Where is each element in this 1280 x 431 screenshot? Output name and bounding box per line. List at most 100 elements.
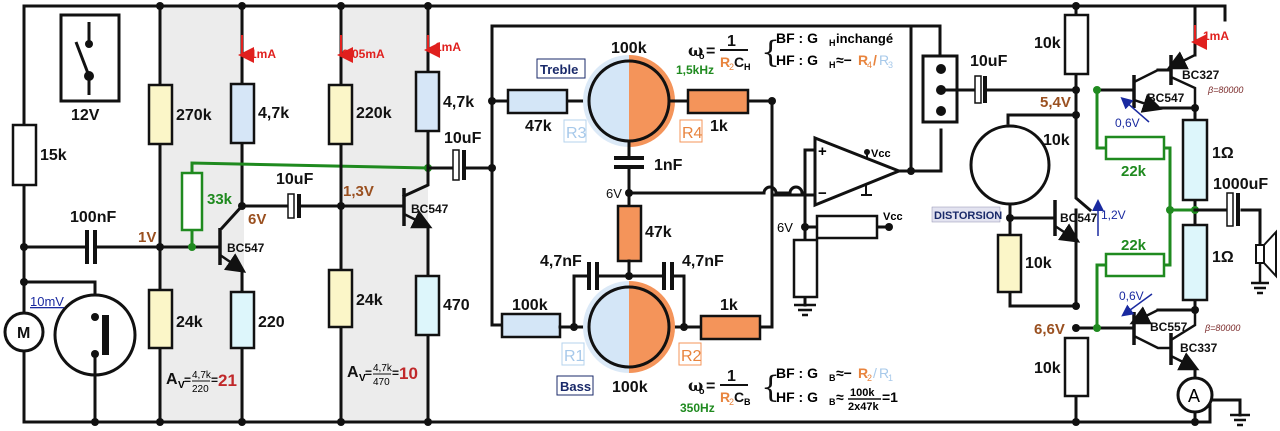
svg-text:=: = — [706, 43, 715, 60]
stage2-current: 1mA — [435, 40, 461, 54]
svg-text:≈−: ≈− — [836, 52, 852, 68]
capacitor-10uF-a — [287, 193, 295, 219]
svg-text:BF : G: BF : G — [776, 30, 818, 46]
ammeter-label: A — [1188, 386, 1200, 406]
bass-label-box — [556, 375, 594, 396]
svg-text:=: = — [392, 366, 399, 380]
svg-text:/: / — [873, 365, 877, 381]
bass-potentiometer[interactable] — [583, 281, 675, 373]
resistor-15k — [11, 123, 38, 187]
resistor-22k-upper-label: 22k — [1121, 163, 1147, 180]
svg-text:R: R — [720, 389, 730, 405]
svg-text:A: A — [347, 364, 359, 381]
resistor-4k7-b — [414, 70, 441, 133]
capacitor-10uF-c — [974, 75, 982, 104]
svg-text:470: 470 — [373, 377, 390, 388]
opamp-vcc-label: Vcc — [871, 148, 891, 160]
resistor-bias-upper — [815, 214, 879, 240]
svg-text:H: H — [829, 38, 836, 48]
resistor-22k-lower — [1104, 252, 1166, 278]
microphone-icon — [3, 311, 45, 353]
stage1-gain-formula: A V = 4,7k 220 = 21 — [166, 370, 237, 395]
resistor-1k-r2 — [699, 314, 762, 341]
resistor-15k-label: 15k — [40, 147, 67, 164]
svg-text:R: R — [879, 52, 889, 68]
distortion-label: DISTORSION — [934, 210, 1002, 222]
resistor-1ohm-lower-label: 1Ω — [1212, 249, 1234, 266]
svg-text:2x47k: 2x47k — [848, 401, 879, 413]
resistor-10k-distortion — [996, 233, 1023, 294]
svg-text:3: 3 — [888, 60, 893, 70]
resistor-24k-b-label: 24k — [356, 292, 383, 309]
svg-text:HF : G: HF : G — [776, 389, 818, 405]
capacitor-100nF-label: 100nF — [70, 209, 116, 226]
svg-text:C: C — [734, 54, 744, 70]
capacitor-1nF-label: 1nF — [654, 157, 683, 174]
feedback-wire-22k — [1095, 90, 1195, 328]
q-lower-power-label: BC337 — [1180, 341, 1218, 355]
svg-text:=1: =1 — [882, 389, 898, 405]
svg-text:R3: R3 — [566, 125, 587, 142]
distortion-potentiometer[interactable] — [969, 124, 1051, 206]
bottom-rail — [22, 398, 1242, 424]
treble-label-box — [536, 58, 586, 79]
svg-text:4,7k: 4,7k — [373, 363, 393, 374]
svg-text:B: B — [744, 397, 751, 407]
bias-to-plus-wire — [627, 148, 817, 195]
treble-potentiometer[interactable] — [583, 55, 675, 147]
beta-lower: β=80000 — [1204, 323, 1240, 333]
svg-text:H: H — [829, 60, 836, 70]
resistor-33k — [180, 171, 204, 232]
svg-text:=: = — [211, 373, 218, 387]
r3-tag — [563, 119, 587, 143]
svg-text:1: 1 — [727, 33, 736, 50]
resistor-47k-r3 — [506, 88, 569, 115]
treble-pot-value: 100k — [611, 40, 647, 57]
svg-text:HF : G: HF : G — [776, 52, 818, 68]
resistor-1k-r4-label: 1k — [710, 118, 728, 135]
resistor-10k-bottom — [1063, 336, 1090, 398]
svg-text:{: { — [761, 35, 780, 70]
resistor-270k-label: 270k — [176, 107, 212, 124]
ground-icon — [1230, 413, 1250, 427]
stage2-base-voltage: 1,3V — [343, 183, 374, 200]
speaker-icon — [1251, 229, 1277, 295]
r4-tag — [679, 119, 703, 143]
svg-text:/: / — [873, 52, 877, 68]
svg-text:2: 2 — [729, 397, 734, 407]
resistor-4k7-b-label: 4,7k — [443, 94, 474, 111]
resistor-220-label: 220 — [258, 314, 285, 331]
q1-label: BC547 — [227, 241, 265, 255]
resistor-470 — [414, 274, 441, 337]
q-upper-driver-label: BC547 — [1147, 91, 1185, 105]
svg-text:BF : G: BF : G — [776, 365, 818, 381]
svg-text:R: R — [879, 365, 889, 381]
tone-mid-voltage: 6V — [606, 186, 622, 201]
resistor-24k-a — [147, 288, 174, 350]
resistor-10k-bottom-label: 10k — [1034, 360, 1061, 377]
resistor-100k-r1 — [500, 312, 562, 339]
svg-text:ω: ω — [688, 376, 703, 395]
vce-mid: 1,2V — [1101, 208, 1126, 222]
q-upper-power-label: BC327 — [1182, 68, 1220, 82]
resistor-33k-label: 33k — [207, 191, 233, 208]
resistor-270k — [147, 83, 174, 146]
svg-text:1,5kHz: 1,5kHz — [676, 63, 714, 77]
resistor-220k-label: 220k — [356, 105, 392, 122]
minus-input-wire — [770, 99, 817, 197]
svg-text:R2: R2 — [681, 348, 702, 365]
svg-text:{: { — [761, 370, 780, 405]
resistor-24k-b — [327, 268, 354, 329]
resistor-4k7-a — [229, 82, 256, 145]
output-current: 1mA — [1203, 29, 1229, 43]
svg-text:V: V — [359, 373, 366, 384]
resistor-1ohm-upper — [1181, 118, 1209, 202]
svg-text:A: A — [166, 371, 178, 388]
svg-text:ω: ω — [688, 41, 703, 60]
resistor-10k-distortion-label: 10k — [1025, 255, 1052, 272]
power-switch[interactable] — [59, 13, 121, 103]
distortion-pot-value: 10k — [1043, 132, 1070, 149]
svg-text:R1: R1 — [564, 348, 585, 365]
svg-text:B: B — [829, 397, 836, 407]
